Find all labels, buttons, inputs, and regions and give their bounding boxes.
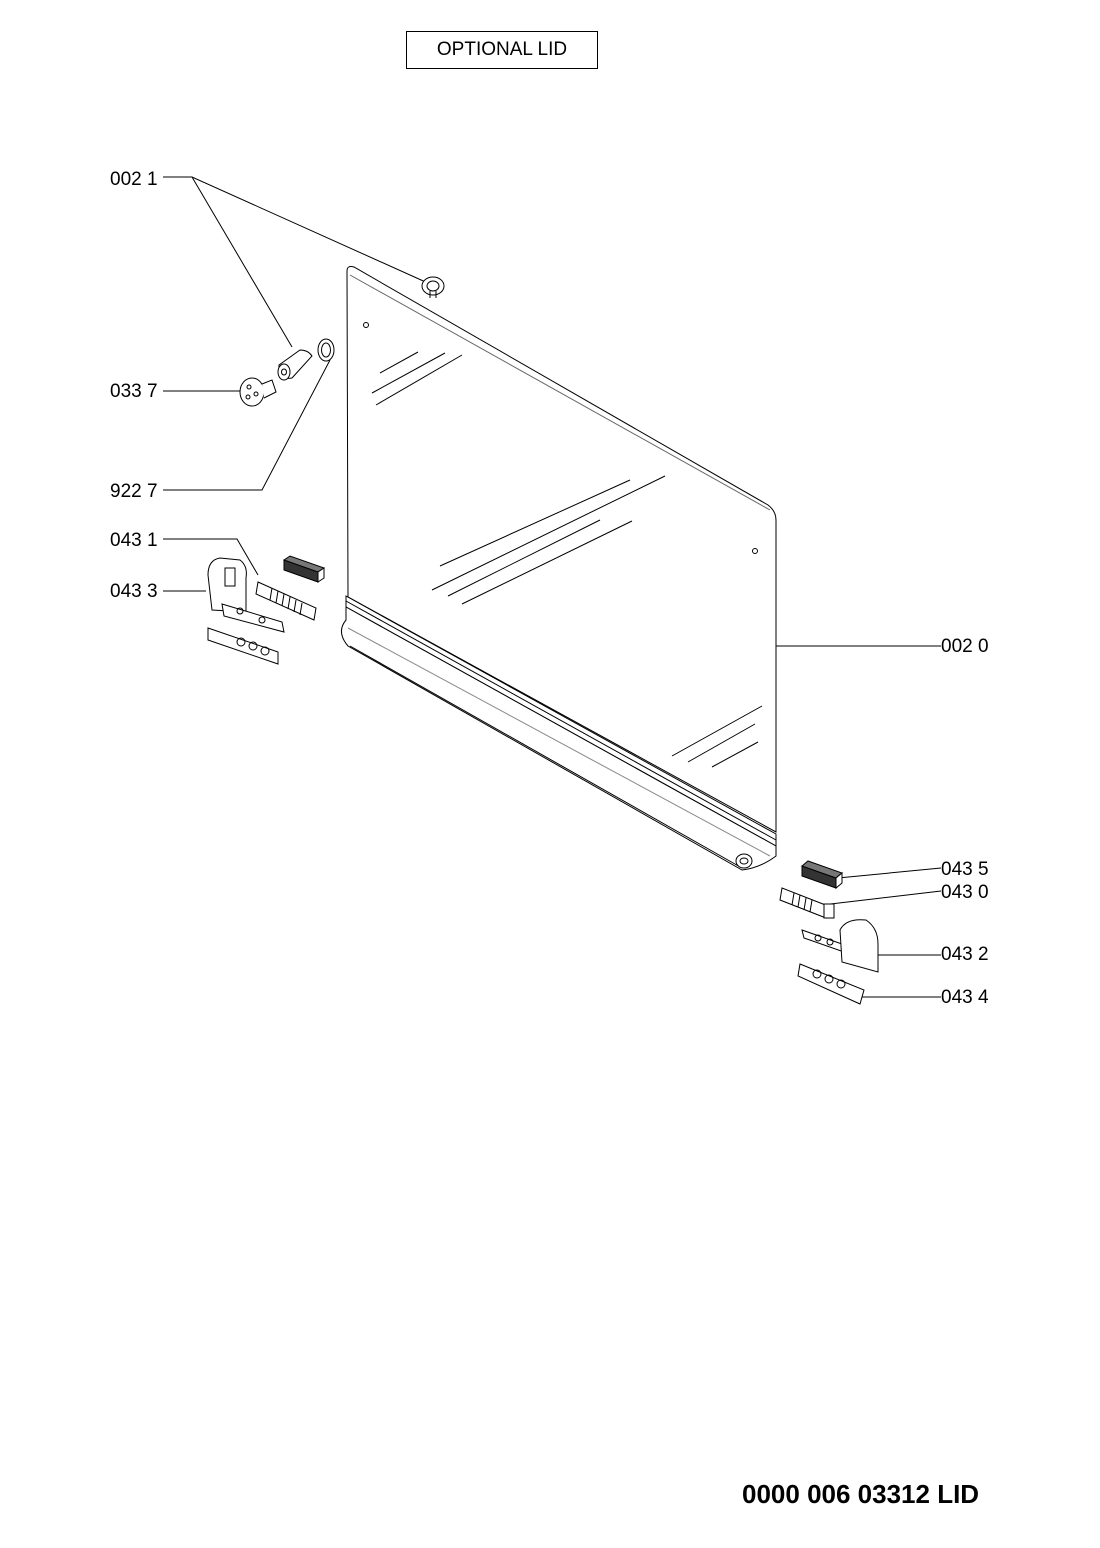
leader-0431 [163, 538, 259, 576]
leader-lines [163, 176, 942, 998]
leader-0021-cap [163, 176, 431, 285]
cap-screw-top [421, 276, 445, 298]
leader-0435 [837, 867, 942, 879]
callout-9227: 922 7 [110, 481, 158, 502]
diagram-title: OPTIONAL LID [406, 31, 598, 69]
lid-frame-bar [341, 595, 777, 871]
right-damper-block [801, 860, 843, 890]
callout-0020: 002 0 [941, 636, 989, 657]
right-hinge-body [801, 919, 879, 973]
left-hinge-body [207, 557, 285, 633]
left-damper-block [282, 555, 326, 583]
right-hinge-plate [797, 963, 865, 1005]
callout-0431: 043 1 [110, 530, 158, 551]
callout-0435: 043 5 [941, 859, 989, 880]
callout-0434: 043 4 [941, 987, 989, 1008]
callout-0021: 002 1 [110, 169, 158, 190]
left-hinge-plate [207, 627, 279, 665]
callout-0433: 043 3 [110, 581, 158, 602]
callout-0430: 043 0 [941, 882, 989, 903]
spacer-tube [277, 349, 313, 381]
leader-0021-tube [191, 176, 293, 348]
right-hinge-pin-spring [779, 887, 835, 919]
leader-9227 [163, 359, 331, 491]
washer [317, 338, 335, 362]
callout-0432: 043 2 [941, 944, 989, 965]
knurled-screw [239, 377, 277, 407]
glass-lid-panel [346, 266, 777, 833]
leader-0430 [821, 890, 942, 906]
document-code: 0000 006 03312 LID [742, 1479, 980, 1509]
callout-0337: 033 7 [110, 381, 158, 402]
left-hinge-pin-spring [255, 581, 317, 621]
